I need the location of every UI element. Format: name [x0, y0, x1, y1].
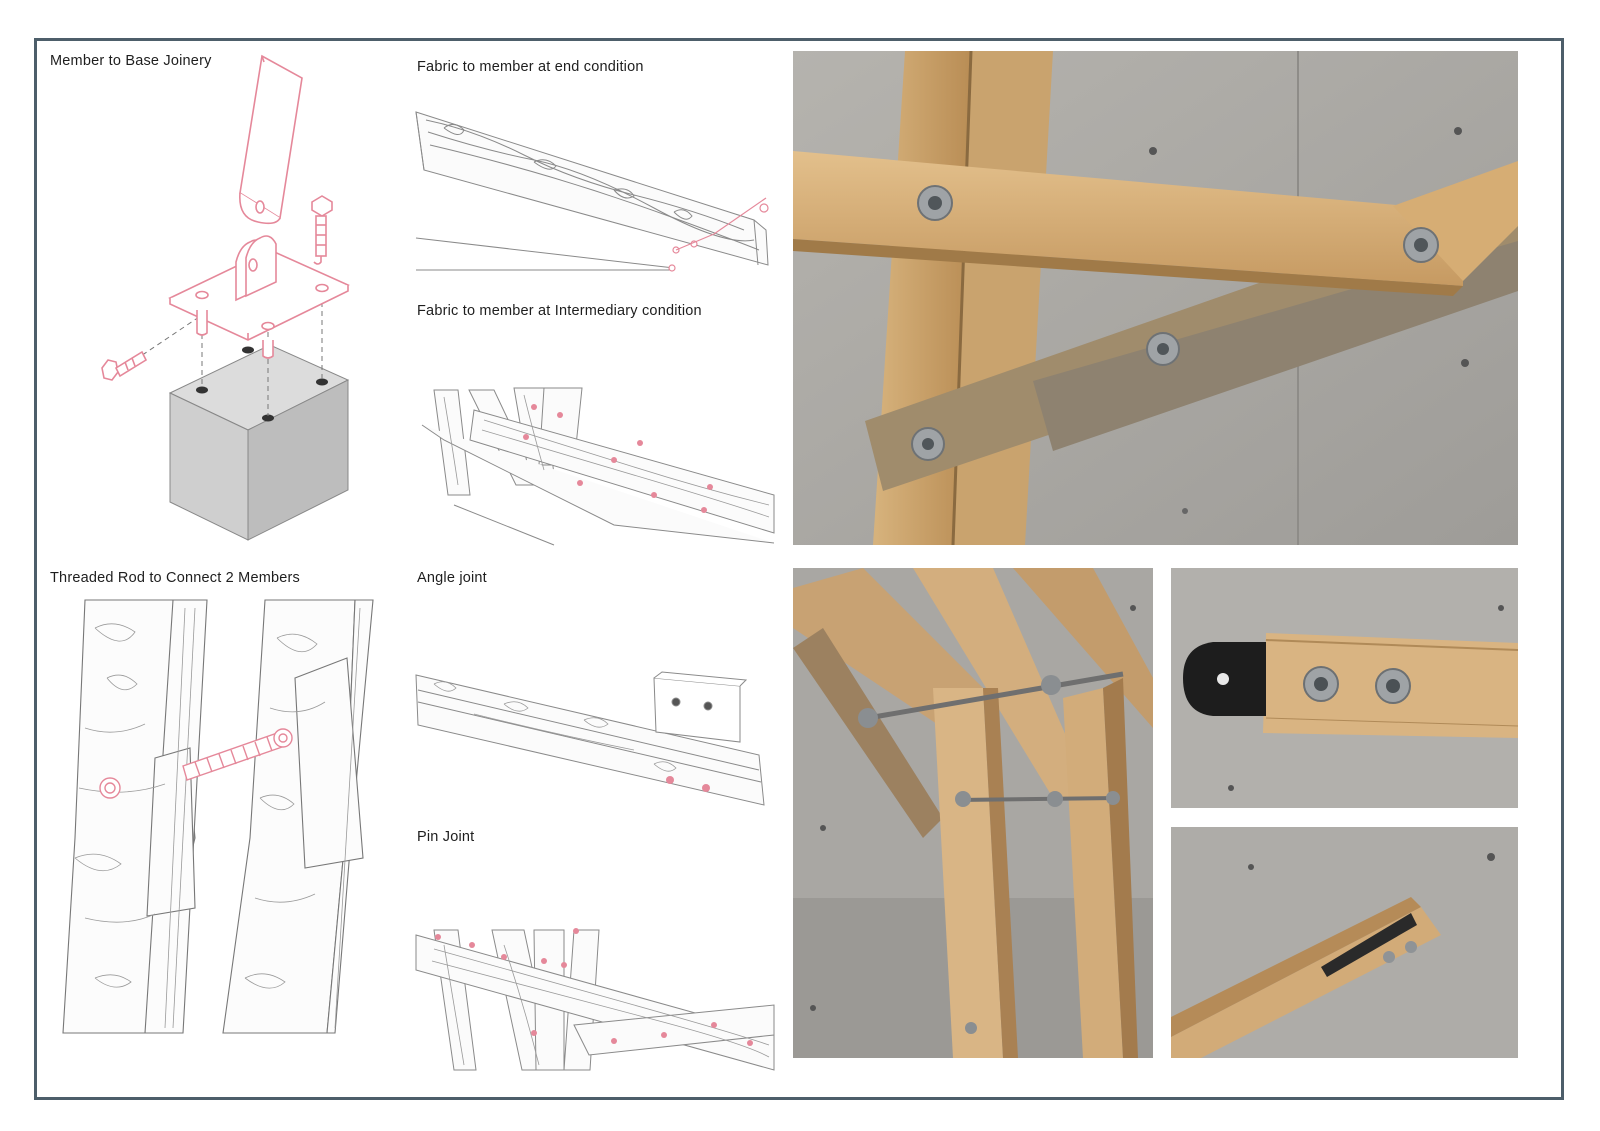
member-to-base-diagram — [90, 50, 380, 545]
wood-grain — [443, 394, 770, 518]
bolt-washers — [911, 185, 1439, 461]
pin-joint-diagram — [414, 925, 776, 1073]
threaded-rod-diagram — [55, 598, 375, 1038]
pin-dots — [523, 404, 713, 513]
threaded-rods — [858, 671, 1124, 1034]
label-fabric-intermediary: Fabric to member at Intermediary conditi… — [417, 303, 702, 319]
wood-grain — [431, 944, 770, 1066]
label-member-to-base: Member to Base Joinery — [50, 53, 212, 69]
label-fabric-end: Fabric to member at end condition — [417, 59, 644, 75]
right-member — [222, 599, 374, 1034]
label-pin-joint: Pin Joint — [417, 829, 475, 845]
member — [415, 674, 765, 806]
timber-frame-bolted-joint-photo — [793, 51, 1518, 545]
pin-dots — [666, 776, 710, 792]
left-member — [62, 599, 208, 1034]
timber-member — [239, 54, 303, 225]
wood-grain — [433, 681, 677, 772]
pin-dots — [435, 928, 753, 1046]
steel-end-plate-photo — [1171, 568, 1518, 808]
members — [415, 929, 775, 1071]
steel-base-plate — [168, 235, 350, 359]
fabric-end-diagram — [414, 100, 776, 280]
threaded-rod — [99, 728, 293, 799]
member-outline — [415, 111, 769, 271]
threaded-rod-connection-photo — [793, 568, 1153, 1058]
horizontal-bolt — [101, 350, 148, 381]
label-angle-joint: Angle joint — [417, 570, 487, 586]
fabric-intermediary-diagram — [414, 385, 776, 550]
label-threaded-rod: Threaded Rod to Connect 2 Members — [50, 570, 301, 586]
angle-plate — [653, 671, 748, 743]
fabric-tie-points — [668, 197, 769, 272]
wood-grain — [74, 607, 361, 1029]
pin-joint-photo — [1171, 827, 1518, 1058]
concrete-block — [168, 344, 350, 541]
members — [421, 387, 775, 546]
angle-joint-diagram — [414, 670, 776, 815]
vertical-bolt — [311, 195, 333, 265]
